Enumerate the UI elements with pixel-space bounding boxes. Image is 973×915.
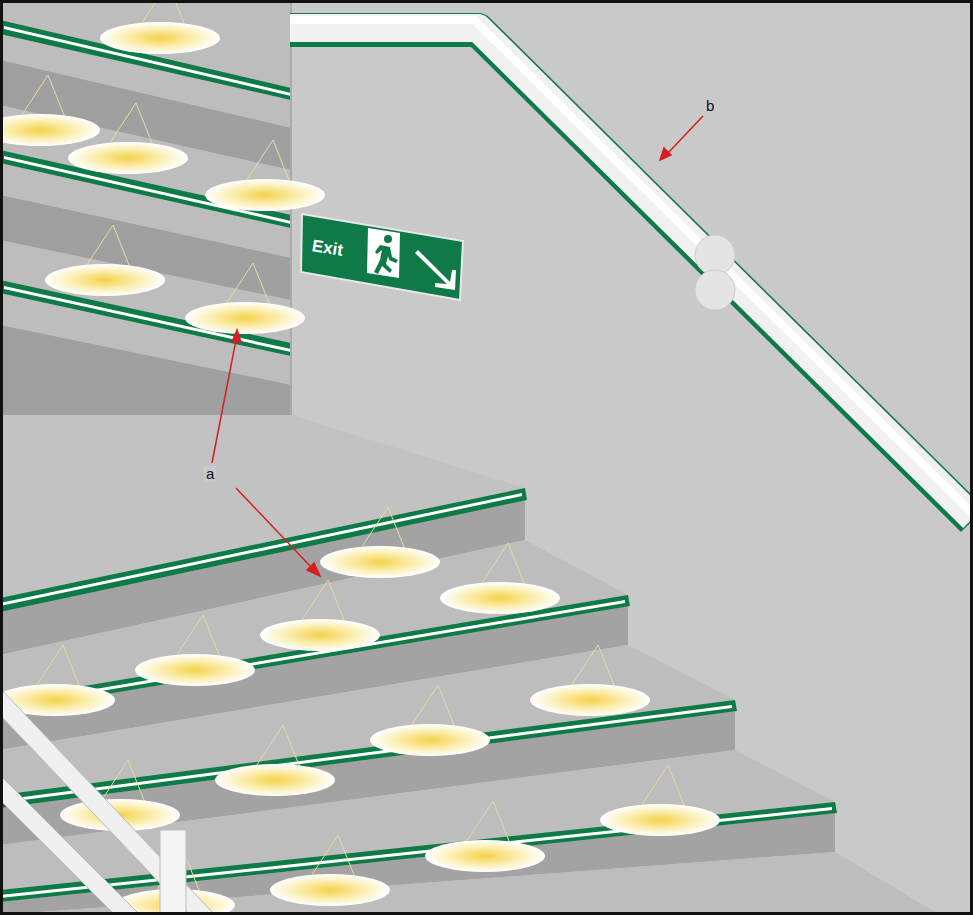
light-pool <box>260 619 380 651</box>
light-pool <box>425 840 545 872</box>
light-pool <box>530 684 650 716</box>
light-pool <box>600 804 720 836</box>
callout-letter: a <box>204 466 216 482</box>
light-pool <box>68 142 188 174</box>
exit-sign: Exit <box>300 212 465 302</box>
light-pool <box>440 582 560 614</box>
handrail <box>290 20 973 520</box>
light-pool <box>370 724 490 756</box>
light-pool <box>185 302 305 334</box>
light-pool <box>45 264 165 296</box>
light-pool <box>100 22 220 54</box>
light-pool <box>0 114 100 146</box>
light-pool <box>135 654 255 686</box>
callout-letter: b <box>704 98 716 114</box>
banister <box>0 688 215 915</box>
light-pool <box>270 874 390 906</box>
light-pool <box>205 179 325 211</box>
leader-lines <box>212 116 703 576</box>
light-pool <box>320 546 440 578</box>
light-pool <box>215 764 335 796</box>
lower-flight <box>0 415 940 915</box>
light-pools <box>0 0 720 915</box>
